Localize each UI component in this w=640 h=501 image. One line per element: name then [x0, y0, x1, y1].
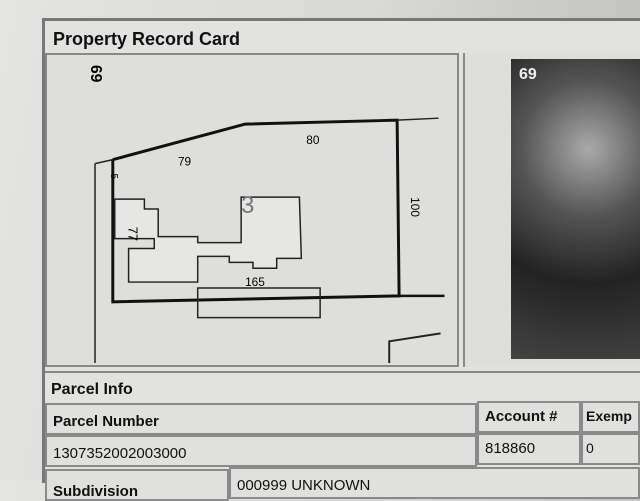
- aerial-photo: 69: [511, 59, 640, 359]
- top-right-boundary-line: [397, 117, 439, 121]
- aerial-photo-panel: 69: [463, 53, 640, 367]
- dim-165: 165: [245, 275, 265, 289]
- dim-80: 80: [306, 133, 320, 147]
- parcel-sketch: 69 80 79 5 100 77 165 3: [45, 53, 459, 367]
- parcel-number-value: 1307352002003000: [45, 435, 477, 467]
- subdivision-label: Subdivision: [45, 469, 229, 501]
- dim-5: 5: [108, 173, 119, 179]
- account-header: Account #: [477, 401, 581, 433]
- dim-77: 77: [126, 227, 141, 241]
- exempt-header: Exemp: [581, 401, 640, 433]
- dim-100: 100: [408, 197, 422, 217]
- account-value: 818860: [477, 433, 581, 465]
- sketch-rotated-label: 69: [87, 65, 104, 83]
- neighbor-outline: [388, 332, 441, 364]
- card-title: Property Record Card: [53, 29, 241, 49]
- exempt-value: 0: [581, 433, 640, 465]
- driveway-rect: [196, 287, 321, 319]
- building-label: 3: [241, 193, 254, 219]
- subdivision-value: 000999 UNKNOWN: [229, 467, 640, 499]
- lot-outline: [111, 118, 401, 304]
- left-boundary-connector: [94, 158, 113, 165]
- property-record-card: Property Record Card 69 80 79 5 100 77 1…: [42, 18, 640, 501]
- parcel-number-header: Parcel Number: [45, 403, 477, 435]
- aerial-rotated-label: 69: [519, 64, 537, 81]
- building-footprint: [114, 196, 303, 283]
- parcel-info-heading: Parcel Info: [45, 371, 640, 401]
- dim-79: 79: [178, 155, 192, 169]
- sketch-drawing: 69 80 79 5 100 77 165 3: [87, 65, 445, 364]
